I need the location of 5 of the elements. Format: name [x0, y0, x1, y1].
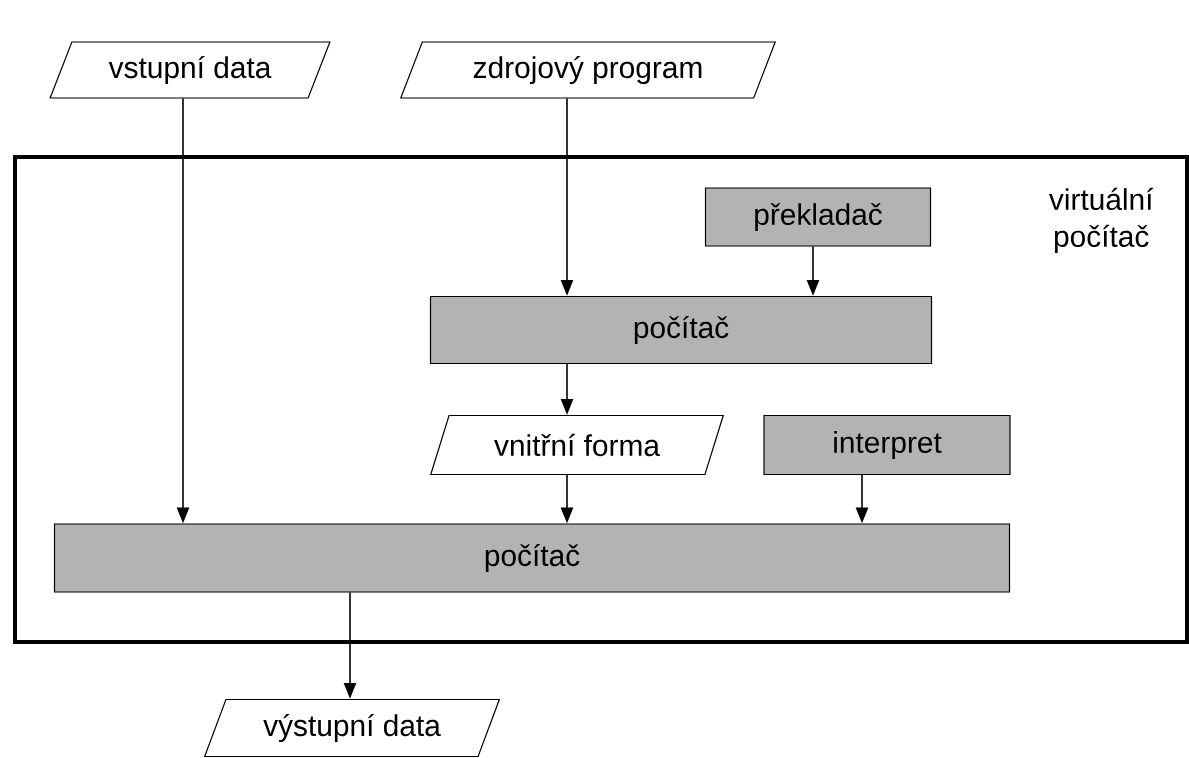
process-box: interpret	[763, 414, 1011, 476]
process-box: překladač	[704, 187, 932, 247]
process-box: počítač	[429, 295, 933, 365]
process-box: počítač	[53, 523, 1011, 593]
data-parallelogram: vstupní data	[49, 41, 331, 99]
